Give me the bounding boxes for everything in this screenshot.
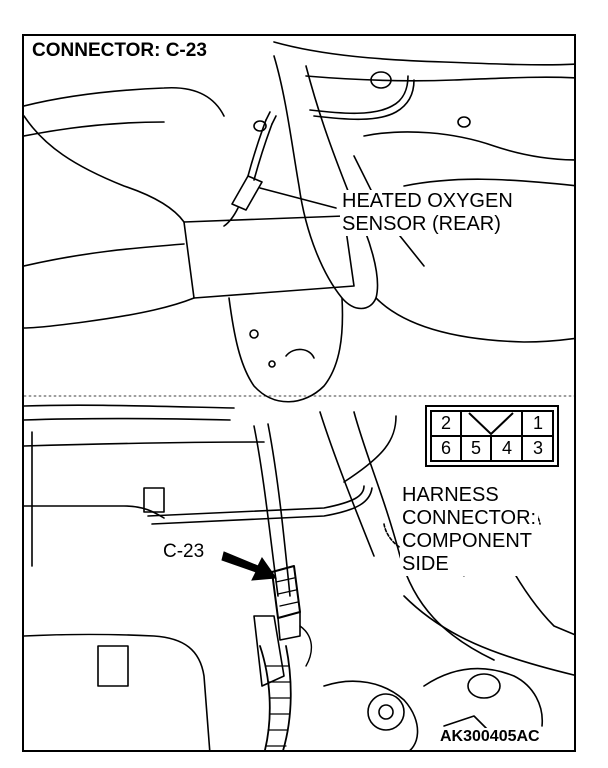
heated-oxygen-sensor — [231, 175, 263, 211]
pin-2: 2 — [440, 413, 451, 433]
pin-3: 3 — [532, 438, 543, 458]
sensor-callout-line-1: HEATED OXYGEN — [342, 190, 513, 212]
pin-6: 6 — [440, 438, 451, 458]
connector-label: C-23 — [161, 541, 207, 563]
connector-arrow — [221, 551, 277, 581]
brake-line — [309, 75, 409, 115]
connector-face-symbol — [425, 405, 559, 467]
sensor-callout-line-2: SENSOR (REAR) — [342, 213, 501, 235]
vehicle-underbody-illustration — [24, 41, 574, 750]
figure-code: AK300405AC — [438, 728, 542, 746]
harness-callout-label: HARNESS CONNECTOR: COMPONENT SIDE — [400, 484, 539, 576]
sensor-callout-label: HEATED OXYGEN SENSOR (REAR) — [340, 190, 515, 236]
harness-callout-line-4: SIDE — [402, 553, 449, 575]
sensor-leader-line — [259, 187, 337, 209]
upper-body-panel — [273, 41, 574, 66]
pin-5: 5 — [470, 438, 481, 458]
connector-title: CONNECTOR: C-23 — [30, 40, 209, 62]
harness-callout-line-3: COMPONENT — [402, 530, 532, 552]
pin-1: 1 — [532, 413, 543, 433]
diagram-frame: CONNECTOR: C-23 HEATED OXYGEN SENSOR (RE… — [22, 34, 576, 752]
pin-4: 4 — [501, 438, 512, 458]
suspension-arm — [273, 55, 379, 310]
harness-callout-line-1: HARNESS — [402, 484, 499, 506]
wiring-harness — [343, 415, 397, 483]
harness-callout-line-2: CONNECTOR: — [402, 507, 537, 529]
